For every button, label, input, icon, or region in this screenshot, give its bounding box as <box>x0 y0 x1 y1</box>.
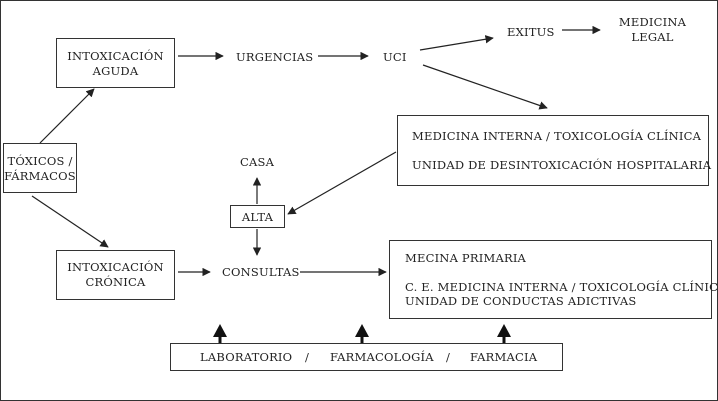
toxicos-farmacos-box <box>3 143 77 193</box>
toxicos-label: TÓXICOS / <box>7 154 73 168</box>
medicina-interna-line-2: UNIDAD DE DESINTOXICACIÓN HOSPITALARIA <box>412 158 712 172</box>
atencion-primaria-line-1: MECINA PRIMARIA <box>405 251 527 265</box>
consultas-label: CONSULTAS <box>222 265 300 279</box>
alta-label: ALTA <box>241 210 274 224</box>
farmacologia-label: FARMACOLOGÍA <box>330 350 434 364</box>
intoxicacion-cronica-label-1: INTOXICACIÓN <box>67 260 164 274</box>
medicina-legal-label-1: MEDICINA <box>618 15 687 29</box>
arrow-toxicos-to-aguda <box>39 88 95 144</box>
intoxicacion-aguda-label-2: AGUDA <box>92 64 139 78</box>
laboratorio-label: LABORATORIO <box>200 350 293 364</box>
laboratorio-farmacia-box <box>170 343 563 371</box>
intoxicacion-cronica-label-2: CRÓNICA <box>85 275 146 289</box>
arrow-lab-up-3 <box>497 324 511 343</box>
uci-label: UCI <box>383 50 407 64</box>
medicina-legal-label-2: LEGAL <box>631 30 674 44</box>
exitus-label: EXITUS <box>507 25 555 39</box>
atencion-primaria-line-2: C. E. MEDICINA INTERNA / TOXICOLOGÍA CLÍ… <box>405 280 718 294</box>
medicina-interna-box <box>397 115 709 186</box>
arrow-lab-up-2 <box>355 324 369 343</box>
alta-box <box>230 205 285 228</box>
intoxicacion-aguda-label-1: INTOXICACIÓN <box>67 49 164 63</box>
separator-2: / <box>446 350 451 364</box>
upward-arrows <box>213 324 511 343</box>
separator-1: / <box>305 350 310 364</box>
arrow-uci-to-medicina-interna <box>422 64 548 110</box>
arrow-lab-up-1 <box>213 324 227 343</box>
farmacos-label: FÁRMACOS <box>4 169 76 183</box>
atencion-primaria-line-3: UNIDAD DE CONDUCTAS ADICTIVAS <box>405 294 637 308</box>
arrow-medicina-interna-to-alta <box>287 151 397 215</box>
intoxicacion-aguda-box <box>56 38 175 88</box>
farmacia-label: FARMACIA <box>470 350 538 364</box>
atencion-primaria-box <box>389 240 712 319</box>
medicina-interna-line-1: MEDICINA INTERNA / TOXICOLOGÍA CLÍNICA <box>412 129 702 143</box>
casa-label: CASA <box>240 155 275 169</box>
arrow-toxicos-to-cronica <box>31 195 109 248</box>
arrow-uci-to-exitus <box>419 35 494 51</box>
intoxicacion-cronica-box <box>56 250 175 300</box>
urgencias-label: URGENCIAS <box>236 50 314 64</box>
